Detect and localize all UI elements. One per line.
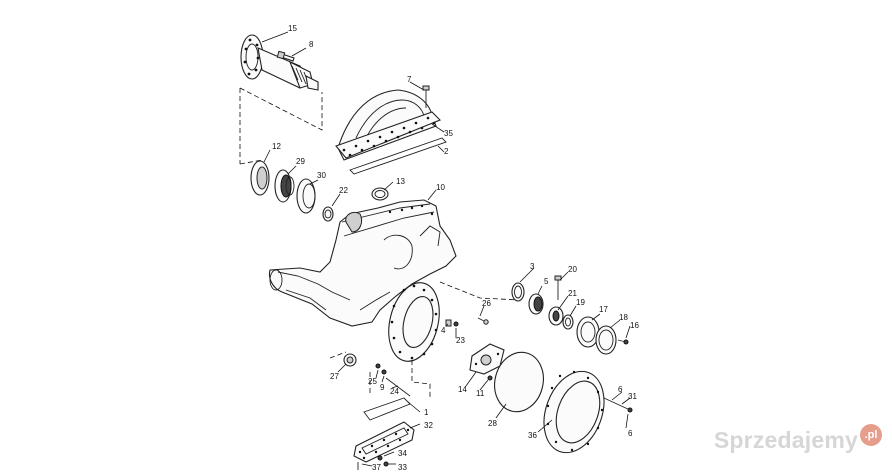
part-ring-gear-36 [543, 370, 605, 454]
callout-3: 3 [530, 262, 535, 271]
callout-21: 21 [568, 289, 577, 298]
part-ring-13 [371, 187, 389, 201]
part-gear-21 [548, 306, 564, 326]
part-housing-flange [388, 282, 440, 362]
part-gasket-2 [349, 137, 447, 175]
part-cover-18 [595, 325, 617, 355]
callout-24: 24 [390, 387, 399, 396]
callout-17: 17 [599, 305, 608, 314]
callout-4: 4 [441, 326, 446, 335]
part-seal-12 [250, 160, 270, 196]
callout-1: 1 [424, 408, 429, 417]
callout-28: 28 [488, 419, 497, 428]
callout-34: 34 [398, 449, 407, 458]
callout-16: 16 [630, 321, 639, 330]
callout-30: 30 [317, 171, 326, 180]
part-spindle-flange [240, 34, 319, 91]
part-screw-16 [617, 339, 629, 345]
callout-2: 2 [444, 147, 449, 156]
callout-8: 8 [309, 40, 314, 49]
callout-6-bottom: 6 [628, 429, 633, 438]
callout-19: 19 [576, 298, 585, 307]
callout-27: 27 [330, 372, 339, 381]
part-ring-3 [511, 282, 525, 302]
part-ring-22 [322, 206, 334, 222]
callout-22: 22 [339, 186, 348, 195]
part-bolt-7 [422, 85, 430, 108]
part-bolt-8 [276, 50, 295, 62]
part-gear-5 [528, 293, 544, 315]
part-disc-28 [494, 351, 544, 413]
callout-15: 15 [288, 24, 297, 33]
part-ring-19 [562, 314, 574, 330]
callout-5: 5 [544, 277, 549, 286]
callout-33: 33 [398, 463, 407, 472]
callout-31: 31 [628, 392, 637, 401]
callout-9: 9 [380, 383, 385, 392]
part-rod-24 [385, 377, 411, 397]
callout-26: 26 [482, 299, 491, 308]
callout-18: 18 [619, 313, 628, 322]
part-race-30 [296, 178, 316, 214]
callout-12: 12 [272, 142, 281, 151]
callout-10: 10 [436, 183, 445, 192]
callout-20: 20 [568, 265, 577, 274]
callout-32: 32 [424, 421, 433, 430]
part-plate-32 [353, 421, 415, 463]
callout-11: 11 [476, 389, 485, 398]
part-pin-20 [554, 275, 562, 300]
callout-35: 35 [444, 129, 453, 138]
part-nut-27 [343, 353, 357, 367]
part-screw-26 [477, 317, 489, 325]
part-screw-11 [487, 375, 493, 381]
callout-6-top: 6 [618, 385, 623, 394]
watermark-text: Sprzedajemy [713, 427, 858, 453]
watermark-badge: .pl [860, 423, 882, 446]
callout-25: 25 [368, 377, 377, 386]
callout-7: 7 [407, 75, 412, 84]
callout-29: 29 [296, 157, 305, 166]
callout-14: 14 [458, 385, 467, 394]
callout-37: 37 [372, 463, 381, 472]
leader-lines [261, 31, 631, 467]
watermark: Sprzedajemy .pl [713, 423, 882, 454]
callout-labels: 15 8 7 35 2 12 29 30 22 13 10 3 20 5 21 … [272, 24, 639, 472]
part-bolt-25-9 [375, 363, 387, 375]
part-cover-35 [335, 89, 441, 161]
callout-23: 23 [456, 336, 465, 345]
part-gasket-1 [363, 397, 411, 421]
callout-36: 36 [528, 431, 537, 440]
callout-13: 13 [396, 177, 405, 186]
part-screw-4-23 [445, 319, 459, 327]
part-pin-6-31 [603, 397, 633, 413]
part-bearing-29 [274, 169, 295, 203]
assembly-dashed-lines [239, 87, 521, 398]
part-screw-34-37-33 [357, 455, 389, 470]
